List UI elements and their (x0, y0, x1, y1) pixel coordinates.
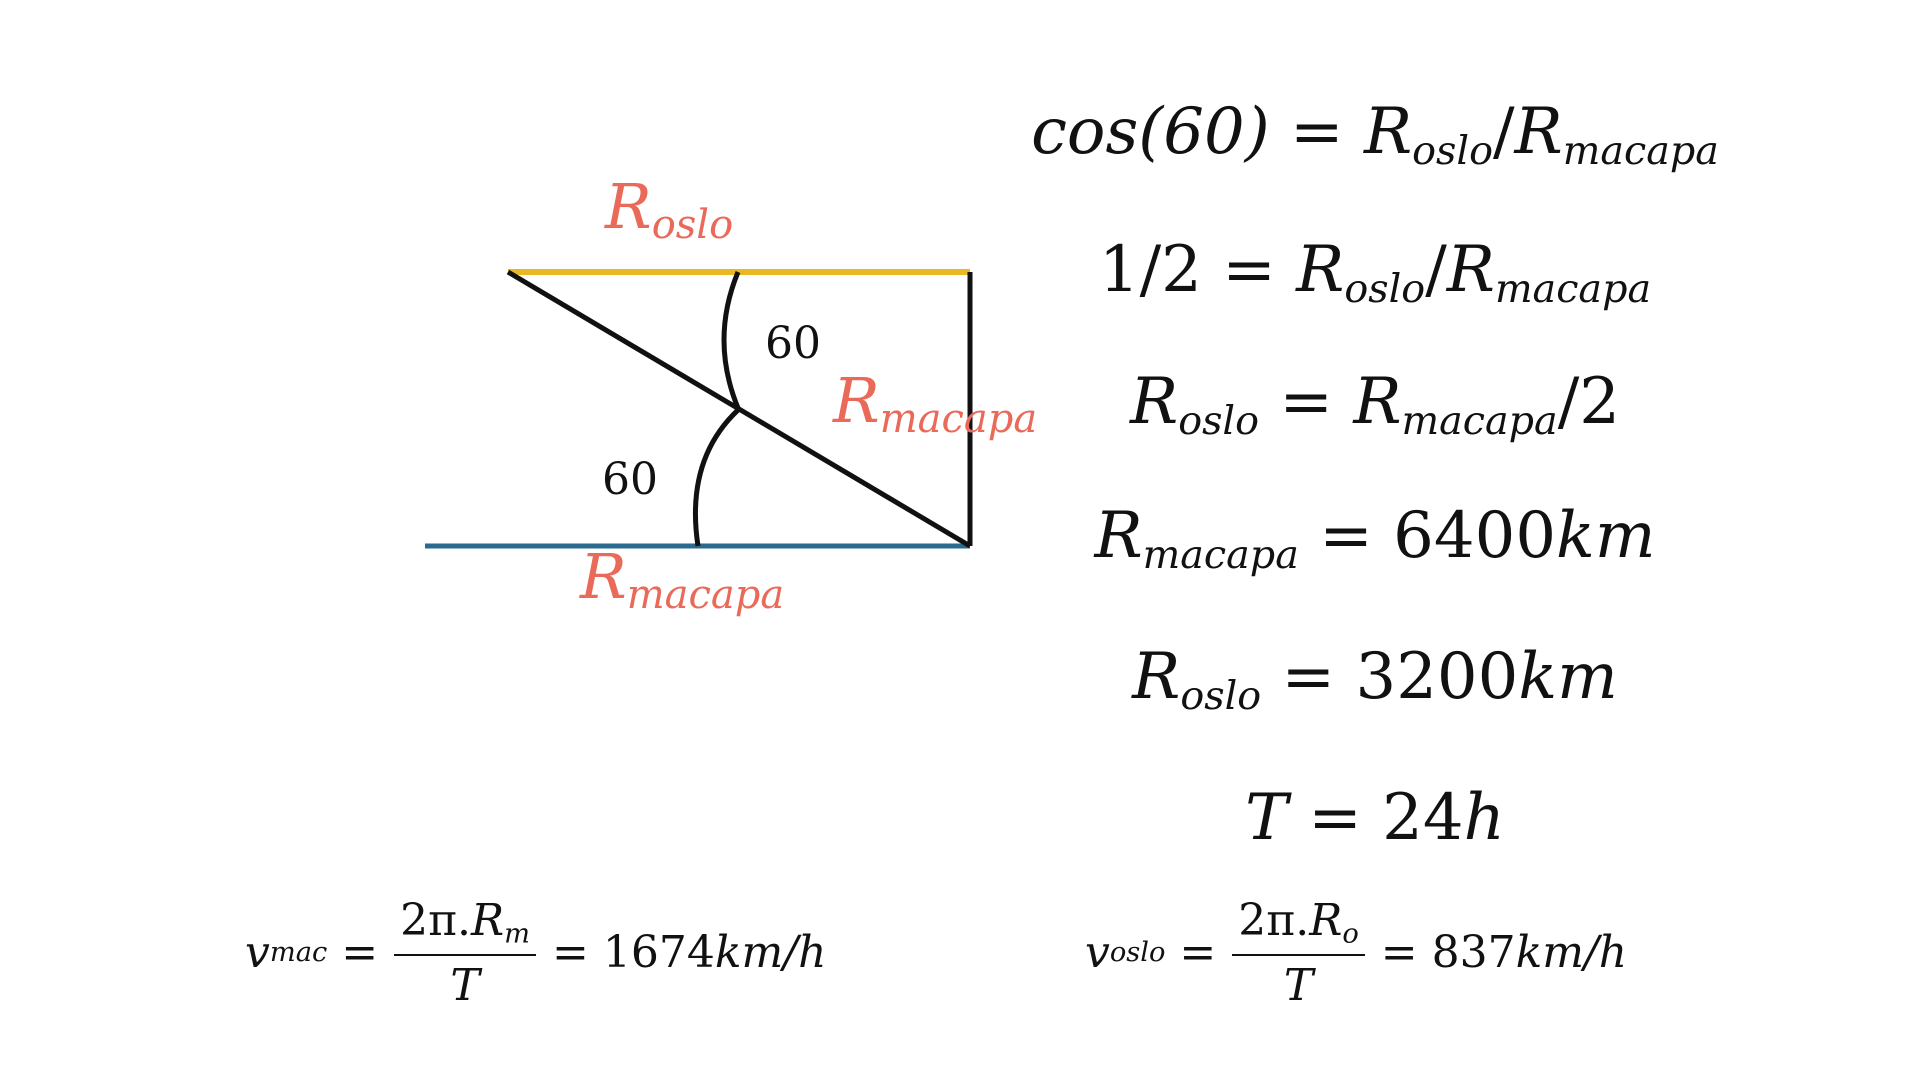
equation-period: T = 24h (1245, 781, 1505, 855)
equation-r-oslo-half: Roslo = Rmacapa/2 (1130, 365, 1620, 445)
diagonal-edge (506, 269, 972, 549)
velocity-oslo-fraction: 2π.Ro T (1232, 895, 1365, 1011)
upper-angle-label: 60 (765, 318, 821, 369)
equation-half: 1/2 = Roslo/Rmacapa (1098, 233, 1652, 313)
equation-r-macapa-value: Rmacapa = 6400km (1094, 499, 1656, 579)
label-r-oslo-top: Roslo (604, 170, 733, 248)
equation-r-oslo-value: Roslo = 3200km (1132, 640, 1618, 720)
lower-angle-arc (693, 408, 740, 547)
upper-angle-arc (721, 271, 741, 409)
label-r-macapa-bottom: Rmacapa (579, 540, 784, 618)
equation-cos60: cos(60) = Roslo/Rmacapa (1031, 95, 1719, 175)
velocity-macapa-fraction: 2π.Rm T (394, 895, 537, 1011)
lower-angle-label: 60 (602, 454, 658, 505)
label-r-macapa-diagonal: Rmacapa (832, 364, 1037, 442)
